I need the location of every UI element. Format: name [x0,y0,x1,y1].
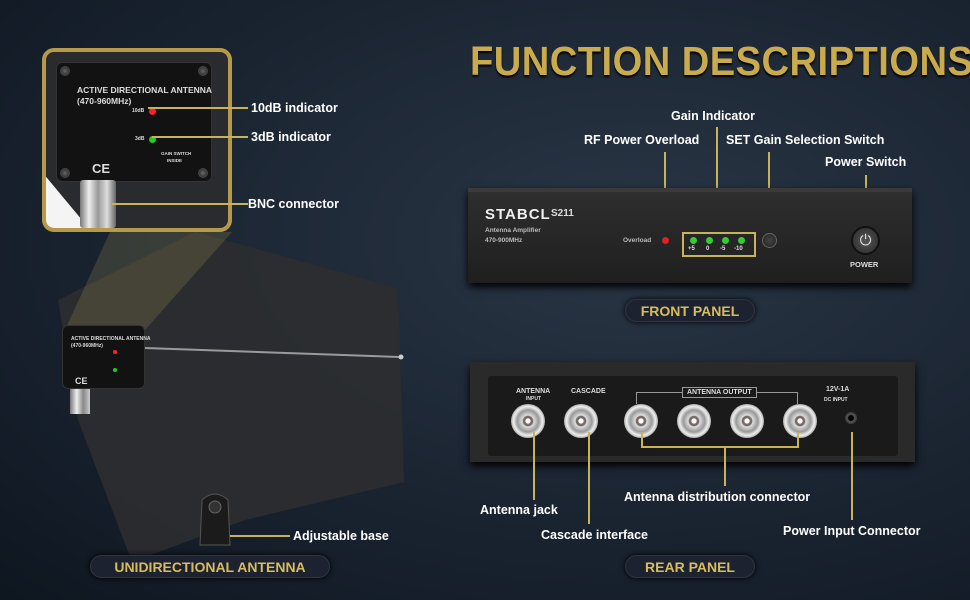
power-switch-button[interactable]: ⏻ [851,226,880,255]
device-title: ACTIVE DIRECTIONAL ANTENNA [77,85,213,95]
set-gain-switch-button[interactable] [762,233,777,248]
antenna-fan-panel [58,232,404,562]
rear-panel-label: REAR PANEL [625,555,755,578]
antenna-input-sub: INPUT [526,396,541,402]
gain-led-plus5-icon [690,237,697,244]
callout-adjustable-base: Adjustable base [293,529,389,543]
antenna-zoom-frame: ACTIVE DIRECTIONAL ANTENNA (470-960MHz) … [42,48,232,232]
overload-label: Overload [623,237,652,244]
antenna-input-bnc-icon [511,404,545,438]
bnc-connector-icon [80,180,116,228]
gain-led-0-icon [706,237,713,244]
brand-logo: STABCL [485,206,551,223]
gain-led-minus5-icon [722,237,729,244]
small-ce-mark: CE [75,376,88,386]
power-icon: ⏻ [859,232,872,249]
front-subtitle: Antenna Amplifier [485,227,541,234]
cascade-label: CASCADE [571,388,606,395]
gain-level-label: -5 [720,246,726,252]
dc-jack-icon [845,412,857,424]
small-led-green-icon [113,368,117,372]
gain-level-label: -10 [734,246,743,252]
zoom-cone [65,232,232,330]
rear-panel-device: ANTENNA INPUT CASCADE ANTENNA OUTPUT 12V… [470,362,915,462]
page-title: FUNCTION DESCRIPTIONS [470,38,970,84]
output-bnc-icon [677,404,711,438]
overload-led-icon [662,237,669,244]
callout-antenna-jack: Antenna jack [480,503,558,517]
callout-gain-indicator: Gain Indicator [671,109,756,123]
antenna-rod [144,347,401,358]
antenna-illustration [58,232,404,562]
gain-indicator-group: +5 0 -5 -10 [682,232,756,257]
callout-10db-indicator: 10dB indicator [251,101,338,115]
gain-switch-sub: INSIDE [167,158,183,163]
callout-power-switch: Power Switch [825,155,907,169]
small-device-range: (470-960MHz) [71,343,103,349]
led-10db-label: 10dB [132,108,145,114]
gain-switch-label: GAIN SWITCH [161,151,192,156]
adjustable-base-icon [199,493,231,546]
callout-3db-indicator: 3dB indicator [251,130,331,144]
callout-antenna-distribution: Antenna distribution connector [624,490,811,504]
output-bnc-icon [783,404,817,438]
led-10db-icon [149,108,156,115]
front-panel-device: STABCL S211 Antenna Amplifier 470-900MHz… [468,188,912,283]
antenna-input-label: ANTENNA [516,388,551,395]
front-range: 470-900MHz [485,237,523,244]
output-bnc-icon [730,404,764,438]
dc-input-label: DC INPUT [824,397,848,403]
small-antenna-box: ACTIVE DIRECTIONAL ANTENNA (470-960MHz) … [62,325,150,389]
model-number: S211 [551,208,574,219]
small-led-red-icon [113,350,117,354]
antenna-box: ACTIVE DIRECTIONAL ANTENNA (470-960MHz) … [56,62,212,182]
gain-level-label: +5 [688,246,695,252]
small-bnc-icon [70,389,90,414]
led-3db-label: 3dB [135,136,145,142]
led-3db-icon [149,136,156,143]
gain-level-label: 0 [706,246,710,252]
callout-set-gain-switch: SET Gain Selection Switch [726,133,885,147]
voltage-label: 12V-1A [826,386,850,393]
ce-mark: CE [92,161,111,176]
callout-bnc-connector: BNC connector [248,197,339,211]
device-range: (470-960MHz) [77,96,132,106]
antenna-output-label: ANTENNA OUTPUT [682,387,757,398]
small-device-title: ACTIVE DIRECTIONAL ANTENNA [71,336,151,342]
callout-cascade-interface: Cascade interface [541,528,649,542]
callout-power-input: Power Input Connector [783,524,921,538]
callout-rf-power-overload: RF Power Overload [584,133,700,147]
front-panel-label: FRONT PANEL [625,299,755,322]
cascade-bnc-icon [564,404,598,438]
gain-led-minus10-icon [738,237,745,244]
unidirectional-antenna-label: UNIDIRECTIONAL ANTENNA [90,555,330,578]
power-label: POWER [850,260,879,269]
